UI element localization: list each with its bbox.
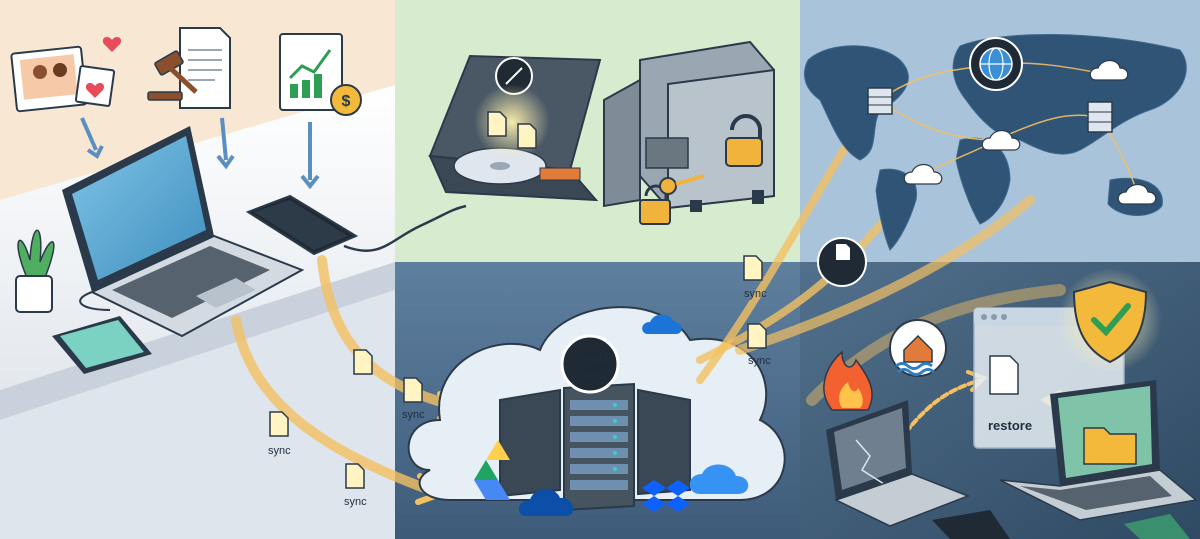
dollar-coin-icon: $ — [330, 84, 362, 116]
replicated-badge — [817, 237, 867, 287]
onedrive-icon — [518, 489, 574, 516]
cracked-laptop-icon — [826, 400, 971, 527]
plant-icon — [15, 229, 55, 313]
cloud-sync-badge-line1: cloud — [573, 350, 608, 365]
smartphone-icon — [1124, 514, 1190, 539]
cloud-sync-badge-line2: sync — [575, 366, 605, 381]
cloud-sync-badge — [560, 334, 620, 394]
globe-icon — [969, 37, 1023, 91]
shield-check-icon — [1058, 268, 1162, 372]
spreadsheet-icon — [279, 33, 343, 111]
smartphone-icon — [245, 194, 359, 256]
smartphone-icon — [932, 510, 1010, 539]
svg-text:$: $ — [342, 93, 351, 110]
heart-icon — [102, 37, 122, 52]
tablet-icon — [52, 316, 152, 374]
fire-icon — [823, 350, 873, 411]
photo-frame-icon — [10, 45, 116, 113]
heart-icon — [85, 83, 105, 98]
replicated-label: replicated — [825, 265, 860, 274]
gavel-icon — [147, 50, 198, 101]
restore-label: restore — [988, 418, 1032, 433]
sync-label: sync — [268, 445, 291, 457]
padlock-icon — [725, 114, 763, 167]
key-icon — [659, 174, 705, 195]
sync-label: sync — [748, 355, 771, 367]
legal-document-icon — [179, 27, 231, 109]
onedrive-icon — [642, 314, 682, 334]
laptop-cable — [79, 291, 111, 311]
sync-label: sync — [344, 496, 367, 508]
server-rack-icon — [499, 382, 691, 512]
google-drive-icon — [474, 440, 510, 500]
flood-house-icon — [889, 319, 947, 377]
drive-glow — [474, 84, 550, 160]
sync-label: sync — [402, 409, 425, 421]
sync-label: sync — [744, 288, 767, 300]
usb-cable — [343, 204, 467, 252]
folder-icon — [1083, 427, 1137, 465]
server-rack-icon — [867, 87, 893, 115]
document-icon — [743, 255, 767, 349]
server-rack-icon — [1087, 101, 1113, 133]
laptop-icon — [62, 126, 305, 338]
dropbox-icon — [642, 480, 690, 512]
document-icon — [487, 111, 537, 149]
safe-icon — [603, 40, 775, 212]
icloud-icon — [689, 464, 749, 494]
down-arrows — [80, 117, 320, 190]
cloud-icon — [903, 59, 1157, 205]
document-icon — [269, 349, 423, 489]
